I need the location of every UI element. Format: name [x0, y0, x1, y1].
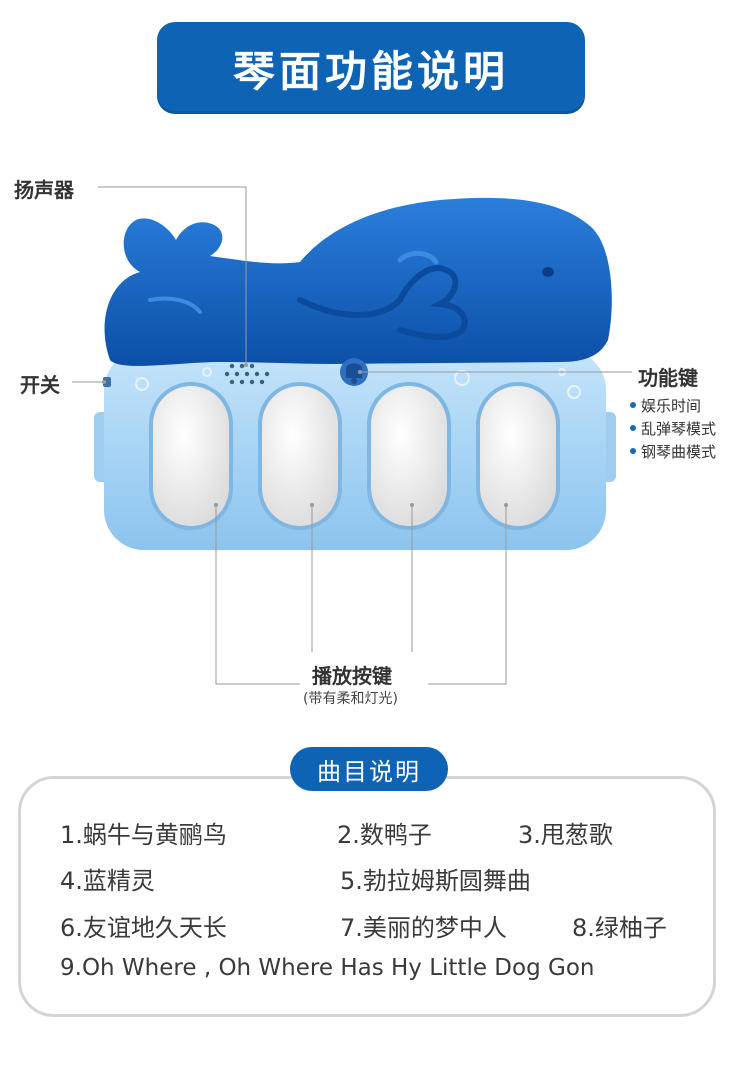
- song-item: 8.绿柚子: [572, 914, 667, 942]
- play-key-2[interactable]: [258, 382, 342, 530]
- play-key-3[interactable]: [367, 382, 451, 530]
- list-item: 钢琴曲模式: [630, 441, 716, 464]
- function-mode-list: 娱乐时间 乱弹琴模式 钢琴曲模式: [630, 395, 716, 464]
- bullet-dot-icon: [630, 447, 636, 454]
- title-banner: 琴面功能说明: [157, 22, 585, 114]
- speaker-label: 扬声器: [14, 178, 74, 202]
- bell-icon[interactable]: [340, 358, 368, 386]
- page-title: 琴面功能说明: [232, 46, 509, 96]
- play-key-1[interactable]: [149, 382, 233, 530]
- function-key-label: 功能键: [638, 366, 698, 390]
- song-item: 3.甩葱歌: [518, 821, 613, 849]
- song-list-heading: 曲目说明: [290, 747, 448, 791]
- song-item: 9.Oh Where , Oh Where Has Hy Little Dog …: [60, 955, 595, 981]
- bullet-dot-icon: [630, 401, 636, 408]
- list-item: 乱弹琴模式: [630, 418, 716, 441]
- song-item: 4.蓝精灵: [60, 867, 155, 895]
- song-item: 7.美丽的梦中人: [340, 914, 507, 942]
- song-item: 5.勃拉姆斯圆舞曲: [340, 867, 531, 895]
- power-switch[interactable]: [103, 377, 111, 387]
- play-key-4[interactable]: [476, 382, 560, 530]
- power-switch-label: 开关: [20, 373, 60, 397]
- bullet-dot-icon: [630, 424, 636, 431]
- song-item: 1.蜗牛与黄鹂鸟: [60, 821, 227, 849]
- piano-toy-illustration: [94, 197, 616, 550]
- play-keys-label: 播放按键: [312, 664, 392, 688]
- list-item: 娱乐时间: [630, 395, 716, 418]
- play-keys-note: (带有柔和灯光): [303, 691, 398, 707]
- song-item: 2.数鸭子: [337, 821, 432, 849]
- whale-icon: [104, 197, 612, 366]
- song-list-box: [18, 776, 716, 1017]
- song-item: 6.友谊地久天长: [60, 914, 227, 942]
- flower-icon: [135, 367, 581, 399]
